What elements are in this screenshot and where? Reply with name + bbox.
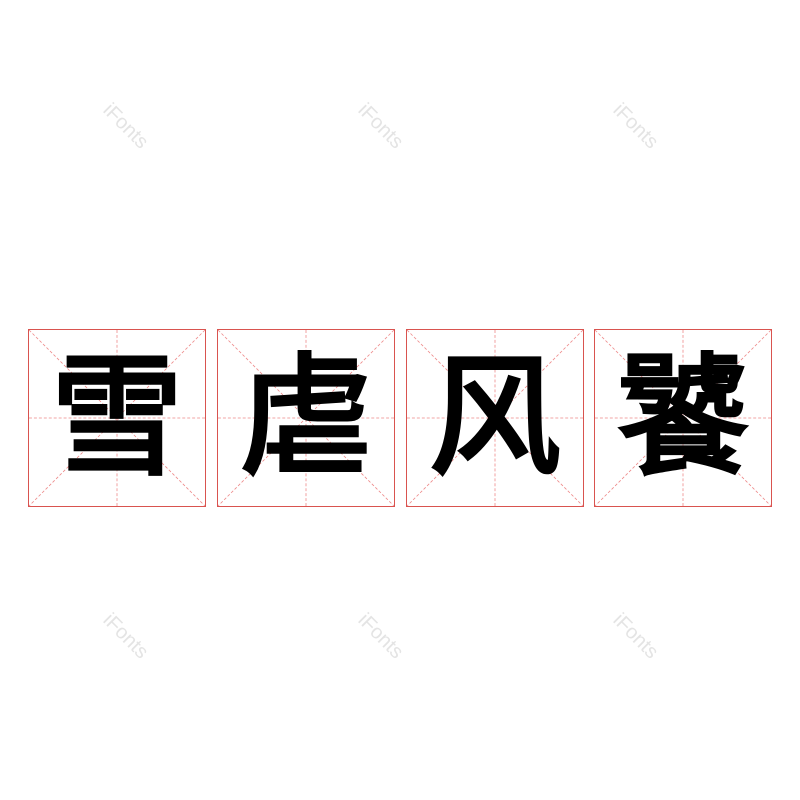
rice-grid-icon: [407, 330, 583, 506]
watermark: iFonts: [353, 99, 408, 154]
rice-grid-icon: [29, 330, 205, 506]
rice-grid-icon: [595, 330, 771, 506]
character-cell-2: 虐: [217, 329, 395, 507]
character-glyph: 雪: [51, 341, 183, 495]
character-glyph: 风: [429, 341, 561, 495]
watermark: iFonts: [608, 609, 663, 664]
character-cell-3: 风: [406, 329, 584, 507]
character-glyph: 饕: [617, 341, 749, 495]
watermark: iFonts: [98, 99, 153, 154]
character-cell-1: 雪: [28, 329, 206, 507]
rice-grid-icon: [218, 330, 394, 506]
character-glyph: 虐: [240, 341, 372, 495]
watermark: iFonts: [353, 609, 408, 664]
character-cell-4: 饕: [594, 329, 772, 507]
watermark: iFonts: [608, 99, 663, 154]
watermark: iFonts: [98, 609, 153, 664]
